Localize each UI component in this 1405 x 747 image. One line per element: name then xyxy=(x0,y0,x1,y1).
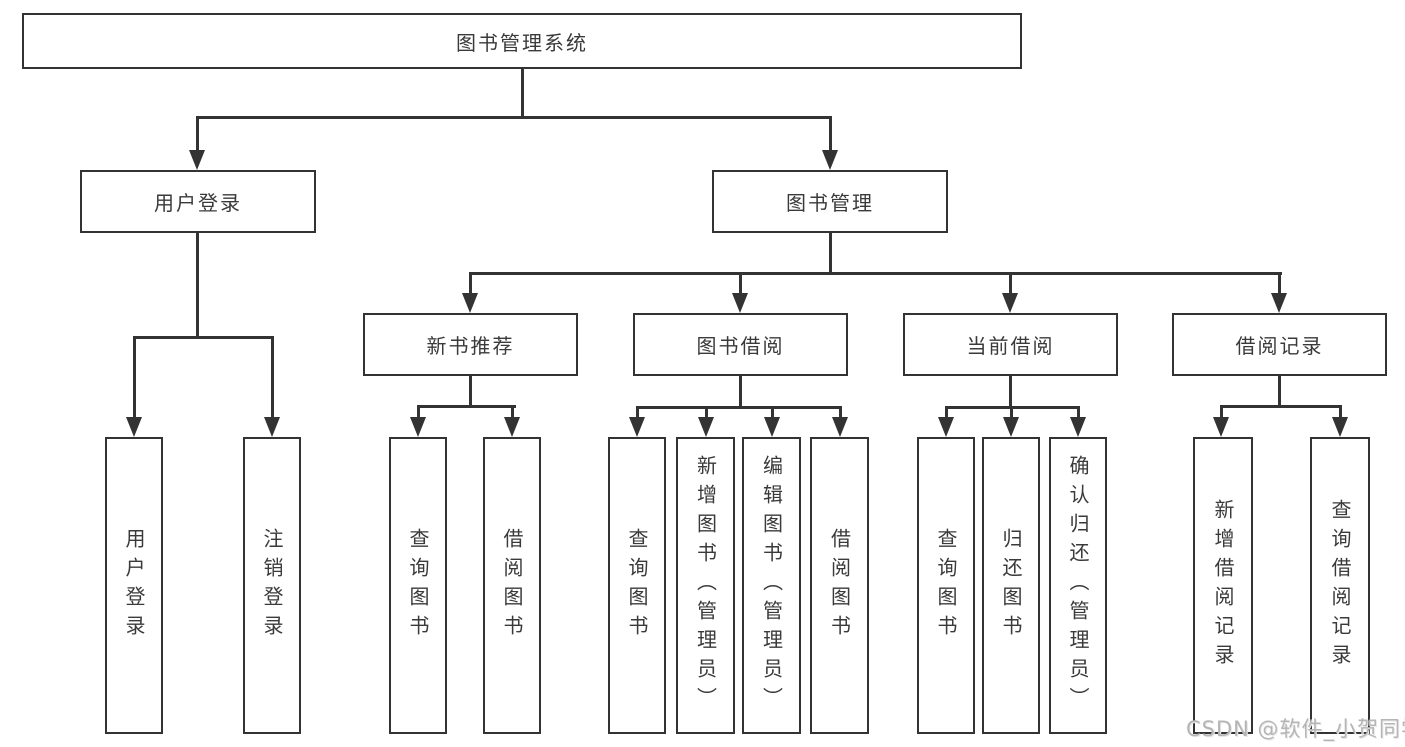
connector-line xyxy=(770,406,774,419)
connector-line xyxy=(704,406,708,419)
connector-line xyxy=(132,336,274,339)
connector-line xyxy=(1009,406,1013,419)
node-user-login-label: 用户登录 xyxy=(154,191,242,215)
connector-line xyxy=(635,406,639,419)
arrowhead-down xyxy=(938,417,954,437)
leaf-query-books-current: 查询图书 xyxy=(917,437,975,734)
leaf-borrow-books: 借阅图书 xyxy=(810,437,869,734)
connector-line xyxy=(1008,272,1012,294)
node-new-book-recommend-label: 新书推荐 xyxy=(426,334,515,358)
arrowhead-down xyxy=(1332,417,1348,437)
connector-line xyxy=(195,233,199,339)
connector-line xyxy=(1277,376,1281,408)
arrowhead-down xyxy=(504,417,520,437)
connector-line xyxy=(1219,405,1342,408)
leaf-query-borrow-record-label: 查询借阅记录 xyxy=(1328,498,1352,673)
connector-line xyxy=(1219,405,1223,419)
arrowhead-down xyxy=(764,417,780,437)
leaf-edit-books-admin-label: 编辑图书（管理员） xyxy=(759,455,784,716)
connector-line xyxy=(195,116,832,119)
connector-line xyxy=(1338,405,1342,419)
connector-line xyxy=(195,116,199,152)
node-book-borrow: 图书借阅 xyxy=(633,313,848,376)
connector-line xyxy=(738,376,742,409)
arrowhead-down xyxy=(1213,417,1229,437)
connector-line xyxy=(944,406,948,419)
leaf-borrow-books-recommend-label: 借阅图书 xyxy=(500,527,524,644)
arrowhead-down xyxy=(264,417,280,437)
arrowhead-down xyxy=(732,293,748,313)
leaf-query-books-recommend: 查询图书 xyxy=(389,437,447,734)
leaf-query-books-current-label: 查询图书 xyxy=(934,527,958,644)
leaf-edit-books-admin: 编辑图书（管理员） xyxy=(742,437,801,734)
arrowhead-down xyxy=(410,417,426,437)
leaf-return-books: 归还图书 xyxy=(982,437,1040,734)
node-current-borrow: 当前借阅 xyxy=(903,313,1118,376)
connector-line xyxy=(828,116,832,152)
leaf-borrow-books-recommend: 借阅图书 xyxy=(483,437,541,734)
connector-line xyxy=(520,69,524,119)
connector-line xyxy=(828,233,832,275)
connector-line xyxy=(416,405,420,419)
arrowhead-down xyxy=(1003,417,1019,437)
connector-line xyxy=(1008,376,1012,409)
arrowhead-down xyxy=(189,150,205,170)
connector-line xyxy=(738,272,742,294)
connector-line xyxy=(838,406,842,419)
arrowhead-down xyxy=(698,417,714,437)
arrowhead-down xyxy=(822,150,838,170)
leaf-add-borrow-record: 新增借阅记录 xyxy=(1193,437,1253,734)
arrowhead-down xyxy=(462,293,478,313)
connector-line xyxy=(1277,272,1281,294)
csdn-watermark: CSDN @软件_小贺同学 xyxy=(1186,717,1405,741)
node-book-management: 图书管理 xyxy=(712,170,948,233)
leaf-query-books-recommend-label: 查询图书 xyxy=(406,527,430,644)
leaf-add-borrow-record-label: 新增借阅记录 xyxy=(1211,498,1235,673)
leaf-user-login: 用户登录 xyxy=(105,437,163,734)
arrowhead-down xyxy=(832,417,848,437)
connector-line xyxy=(132,336,136,419)
node-new-book-recommend: 新书推荐 xyxy=(363,313,578,376)
leaf-logout: 注销登录 xyxy=(243,437,301,734)
node-root: 图书管理系统 xyxy=(22,13,1022,69)
connector-line xyxy=(468,272,1282,275)
leaf-confirm-return-admin: 确认归还（管理员） xyxy=(1049,437,1107,734)
leaf-return-books-label: 归还图书 xyxy=(999,527,1023,644)
connector-line xyxy=(270,336,274,419)
arrowhead-down xyxy=(1271,293,1287,313)
arrowhead-down xyxy=(1070,417,1086,437)
leaf-confirm-return-admin-label: 确认归还（管理员） xyxy=(1066,455,1090,716)
leaf-user-login-label: 用户登录 xyxy=(122,527,146,644)
connector-line xyxy=(416,405,516,408)
node-book-borrow-label: 图书借阅 xyxy=(696,334,785,358)
arrowhead-down xyxy=(1002,293,1018,313)
arrowhead-down xyxy=(126,417,142,437)
node-root-label: 图书管理系统 xyxy=(456,30,588,55)
node-current-borrow-label: 当前借阅 xyxy=(966,334,1055,358)
node-borrow-records: 借阅记录 xyxy=(1172,313,1387,376)
leaf-borrow-books-label: 借阅图书 xyxy=(827,527,852,644)
leaf-query-books-borrow-label: 查询图书 xyxy=(625,527,649,644)
leaf-query-borrow-record: 查询借阅记录 xyxy=(1310,437,1370,734)
connector-line xyxy=(510,405,514,419)
leaf-logout-label: 注销登录 xyxy=(260,527,284,644)
connector-line xyxy=(468,376,472,408)
connector-line xyxy=(635,406,842,409)
node-book-management-label: 图书管理 xyxy=(786,191,874,215)
node-borrow-records-label: 借阅记录 xyxy=(1235,334,1324,358)
leaf-add-books-admin-label: 新增图书（管理员） xyxy=(693,455,718,716)
arrowhead-down xyxy=(629,417,645,437)
connector-line xyxy=(468,272,472,294)
leaf-query-books-borrow: 查询图书 xyxy=(608,437,666,734)
leaf-add-books-admin: 新增图书（管理员） xyxy=(676,437,735,734)
node-user-login: 用户登录 xyxy=(80,170,316,233)
connector-line xyxy=(1076,406,1080,419)
